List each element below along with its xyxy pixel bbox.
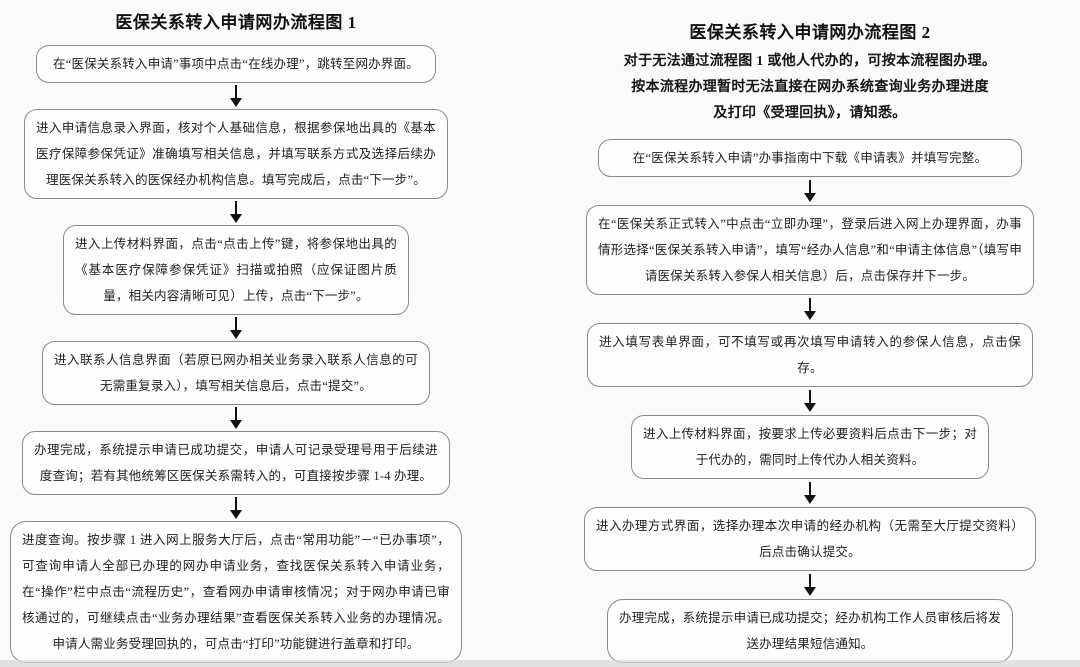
flow1-step-2: 进入申请信息录入界面，核对个人基础信息，根据参保地出具的《基本医疗保障参保凭证》… — [24, 109, 448, 199]
flowchart1-title: 医保关系转入申请网办流程图 1 — [115, 13, 357, 32]
flowchart-1: 医保关系转入申请网办流程图 1 在“医保关系转入申请”事项中点击“在线办理”，跳… — [10, 0, 462, 663]
down-arrow — [230, 317, 242, 339]
flowchart2-notes: 对于无法通过流程图 1 或他人代办的，可按本流程图办理。 按本流程办理暂时无法直… — [624, 49, 996, 127]
flow2-step-5: 进入办理方式界面，选择办理本次申请的经办机构（无需至大厅提交资料）后点击确认提交… — [584, 507, 1036, 571]
flow2-step-3: 进入填写表单界面，可不填写或再次填写申请转入的参保人信息，点击保存。 — [587, 323, 1033, 387]
note-line-2: 按本流程办理暂时无法直接在网办系统查询业务办理进度 — [631, 80, 989, 95]
down-arrow — [230, 85, 242, 107]
down-arrow — [230, 497, 242, 519]
flowchart-2: 医保关系转入申请网办流程图 2 对于无法通过流程图 1 或他人代办的，可按本流程… — [580, 0, 1040, 663]
down-arrow — [230, 201, 242, 223]
flow2-step-2: 在“医保关系正式转入”中点击“立即办理”，登录后进入网上办理界面，办事情形选择“… — [586, 205, 1034, 295]
flow1-step-3: 进入上传材料界面，点击“点击上传”键，将参保地出具的《基本医疗保障参保凭证》扫描… — [63, 225, 409, 315]
down-arrow — [804, 180, 816, 202]
scan-artifact-band — [0, 660, 1080, 667]
down-arrow — [804, 298, 816, 320]
flow1-step-6: 进度查询。按步骤 1 进入网上服务大厅后，点击“常用功能”－“已办事项”，可查询… — [10, 521, 462, 663]
flow2-step-1: 在“医保关系转入申请”办事指南中下载《申请表》并填写完整。 — [598, 139, 1022, 177]
flow1-step-4: 进入联系人信息界面（若原已网办相关业务录入联系人信息的可无需重复录入），填写相关… — [42, 341, 430, 405]
down-arrow — [230, 407, 242, 429]
down-arrow — [804, 390, 816, 412]
flowchart2-title: 医保关系转入申请网办流程图 2 — [689, 23, 931, 42]
flow1-step-5: 办理完成，系统提示申请已成功提交，申请人可记录受理号用于后续进度查询；若有其他统… — [22, 431, 450, 495]
down-arrow — [804, 574, 816, 596]
flow2-step-4: 进入上传材料界面，按要求上传必要资料后点击下一步；对于代办的，需同时上传代办人相… — [631, 415, 989, 479]
note-line-1: 对于无法通过流程图 1 或他人代办的，可按本流程图办理。 — [623, 54, 997, 69]
flow1-step-1: 在“医保关系转入申请”事项中点击“在线办理”，跳转至网办界面。 — [36, 45, 436, 83]
note-line-3: 及打印《受理回执》，请知悉。 — [713, 106, 907, 121]
down-arrow — [804, 482, 816, 504]
flow2-step-6: 办理完成，系统提示申请已成功提交；经办机构工作人员审核后将发送办理结果短信通知。 — [607, 599, 1013, 663]
